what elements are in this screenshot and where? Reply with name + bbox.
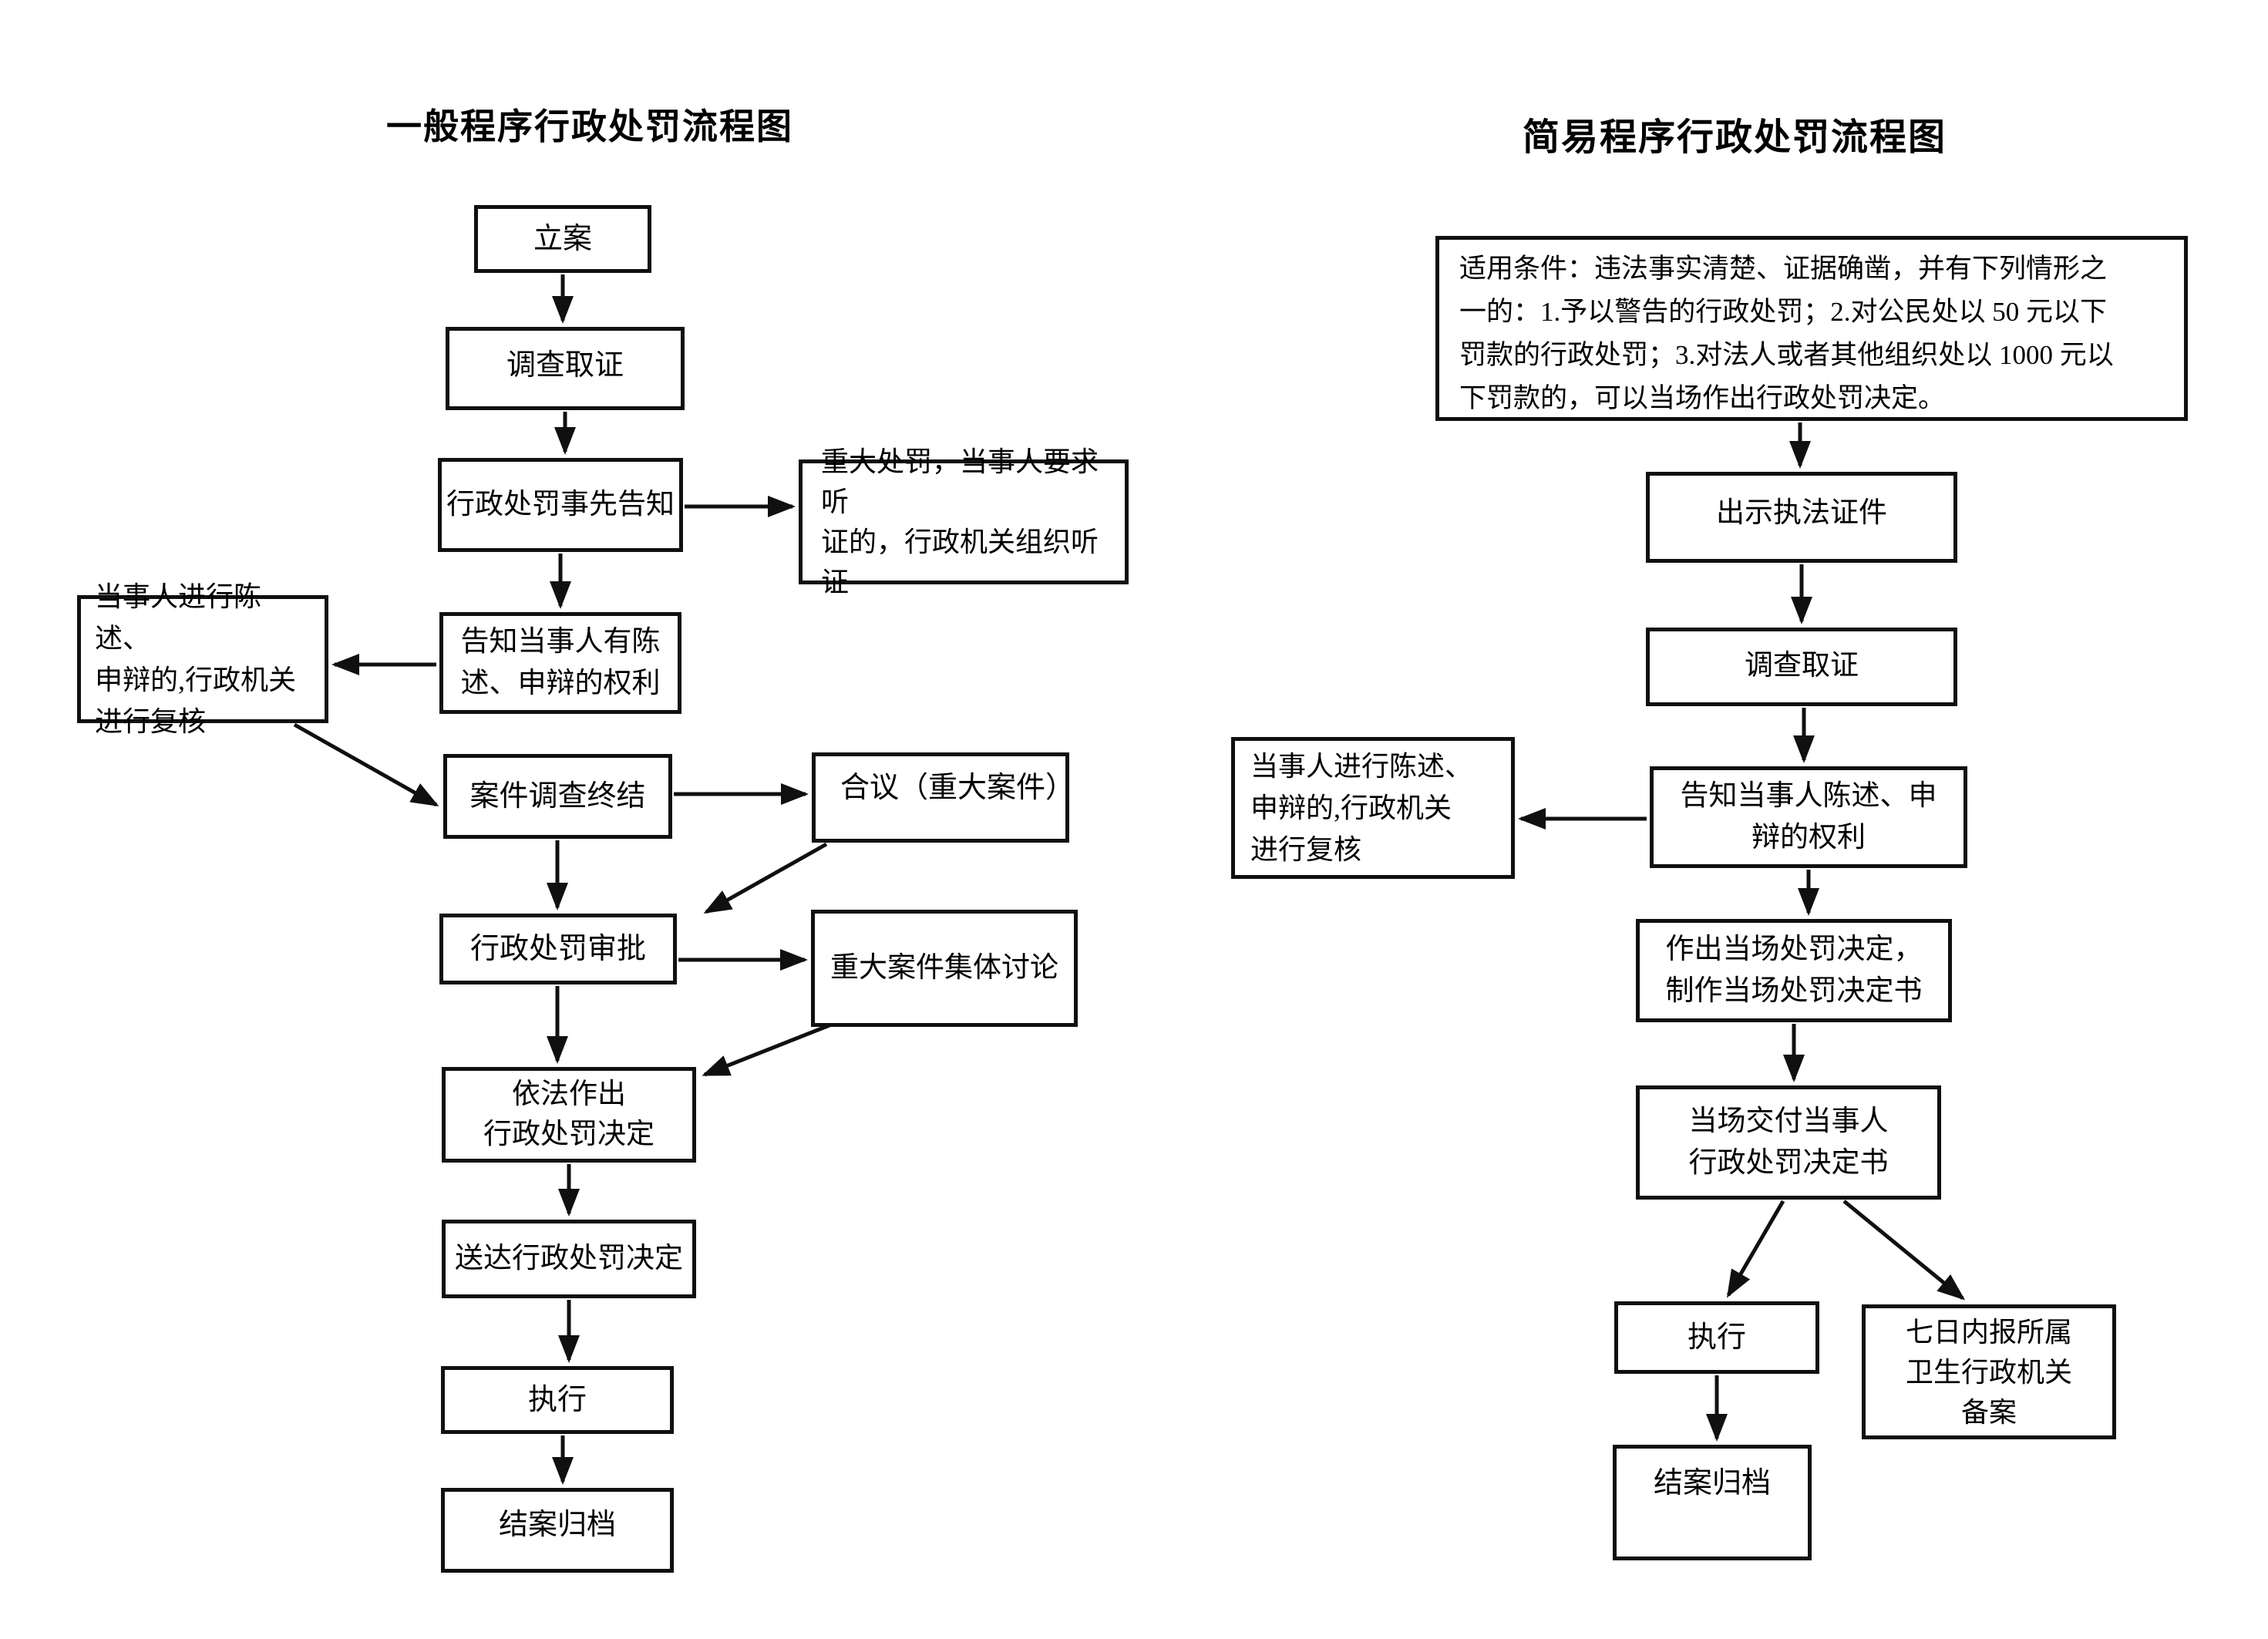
node-right-investigation: 调查取证 <box>1646 628 1957 706</box>
node-left-hearing: 重大处罚，当事人要求听 证的，行政机关组织听证 <box>799 446 1129 597</box>
node-right-conditions: 适用条件：违法事实清楚、证据确凿，并有下列情形之 一的：1.予以警告的行政处罚；… <box>1435 236 2188 421</box>
node-left-prior-notice: 行政处罚事先告知 <box>438 458 683 552</box>
node-left-conclude: 案件调查终结 <box>443 754 672 839</box>
node-left-archive: 结案归档 <box>441 1488 674 1573</box>
node-right-deliver: 当场交付当事人 行政处罚决定书 <box>1636 1085 1941 1200</box>
node-right-review: 当事人进行陈述、 申辩的,行政机关 进行复核 <box>1231 737 1515 879</box>
node-left-investigation: 调查取证 <box>446 327 685 410</box>
node-left-approval: 行政处罚审批 <box>439 914 677 984</box>
arrow-left-review-conclude <box>293 722 439 807</box>
arrow-left-discussion-decision <box>702 1020 838 1077</box>
node-left-rights: 告知当事人有陈 述、申辩的权利 <box>439 612 681 714</box>
left-chart-title: 一般程序行政处罚流程图 <box>386 106 793 146</box>
node-left-decision: 依法作出 行政处罚决定 <box>442 1067 696 1163</box>
node-left-serve: 送达行政处罚决定 <box>442 1220 696 1298</box>
node-right-report: 七日内报所属 卫生行政机关 备案 <box>1862 1304 2116 1439</box>
node-left-discussion: 重大案件集体讨论 <box>811 910 1078 1027</box>
arrow-right-deliver-execute <box>1726 1200 1785 1298</box>
arrow-left-panel-approval <box>703 842 828 914</box>
node-left-review: 当事人进行陈述、 申辩的,行政机关 进行复核 <box>77 581 328 737</box>
node-left-panel: 合议（重大案件） <box>812 752 1075 843</box>
arrow-right-deliver-report <box>1842 1200 1966 1301</box>
node-left-filing: 立案 <box>474 205 651 273</box>
node-right-rights: 告知当事人陈述、申 辩的权利 <box>1650 766 1967 868</box>
right-chart-title: 简易程序行政处罚流程图 <box>1522 117 1947 158</box>
node-right-execute: 执行 <box>1614 1301 1819 1374</box>
node-right-archive: 结案归档 <box>1613 1445 1812 1560</box>
node-right-credentials: 出示执法证件 <box>1646 472 1957 563</box>
node-right-onsite-decision: 作出当场处罚决定， 制作当场处罚决定书 <box>1636 919 1952 1022</box>
node-left-execute: 执行 <box>441 1366 674 1434</box>
